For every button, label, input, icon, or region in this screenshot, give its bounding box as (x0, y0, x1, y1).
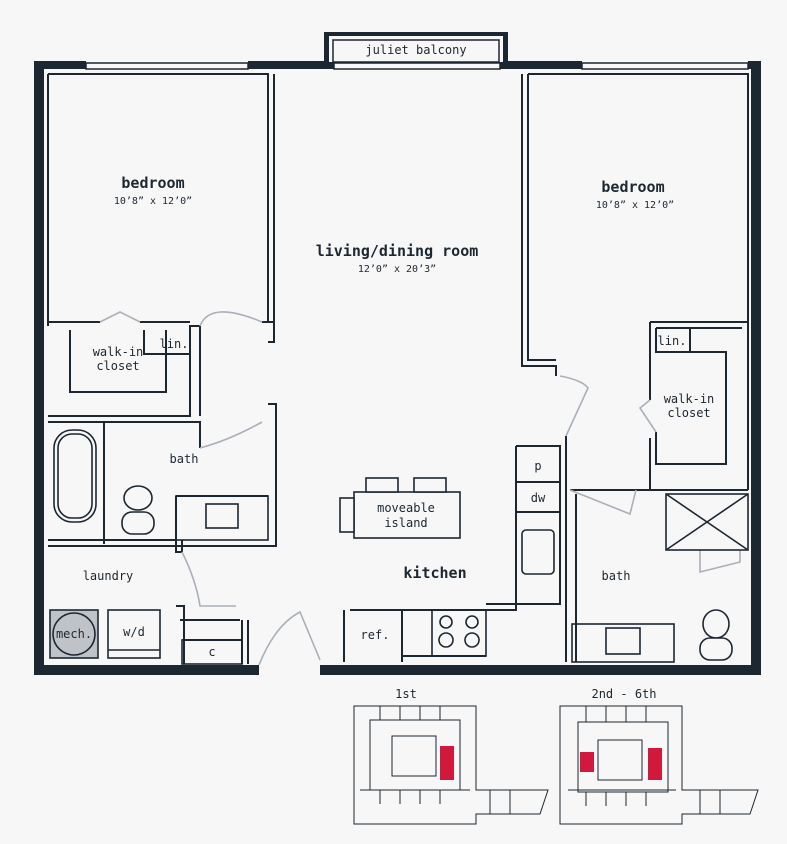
dishwasher-label: dw (531, 491, 546, 505)
mech-label: mech. (56, 627, 92, 641)
walkin-right-line2: closet (667, 406, 710, 420)
walkin-left-line2: closet (96, 359, 139, 373)
keyplan-upper-highlight-left (580, 752, 594, 772)
bath-right-label: bath (602, 569, 631, 583)
bedroom-right-label: bedroom (601, 178, 664, 196)
fridge-label: ref. (361, 628, 390, 642)
bedroom-left-label: bedroom (121, 174, 184, 192)
island-line2: island (384, 516, 427, 530)
bedroom-left-dims: 10’8” x 12’0” (114, 196, 192, 207)
keyplan-first: 1st (353, 687, 549, 825)
bedroom-right-dims: 10’8” x 12’0” (596, 200, 674, 211)
wd-label: w/d (123, 625, 145, 639)
keyplan-upper-label: 2nd - 6th (591, 687, 656, 701)
exterior-walls (34, 61, 761, 675)
laundry-label: laundry (83, 569, 134, 583)
walkin-right-line1: walk-in (664, 392, 715, 406)
juliet-balcony-label: juliet balcony (365, 43, 466, 57)
keyplan-first-label: 1st (395, 687, 417, 701)
walkin-left-line1: walk-in (93, 345, 144, 359)
kitchen-label: kitchen (403, 564, 466, 582)
bath-left-label: bath (170, 452, 199, 466)
pantry-label: p (534, 459, 541, 473)
windows (85, 62, 749, 70)
keyplan-upper-highlight-right (648, 748, 662, 780)
lin-right-label: lin. (658, 334, 687, 348)
interior-walls (47, 73, 749, 664)
living-label: living/dining room (316, 242, 479, 260)
lin-left-label: lin. (160, 337, 189, 351)
keyplan-upper: 2nd - 6th (559, 687, 759, 825)
fixtures (49, 429, 749, 665)
living-dims: 12’0” x 20’3” (358, 264, 436, 275)
island-line1: moveable (377, 501, 435, 515)
keyplan-first-highlight (440, 746, 454, 780)
door-swings (99, 311, 741, 666)
juliet-balcony (324, 32, 508, 63)
c-label: c (208, 645, 215, 659)
